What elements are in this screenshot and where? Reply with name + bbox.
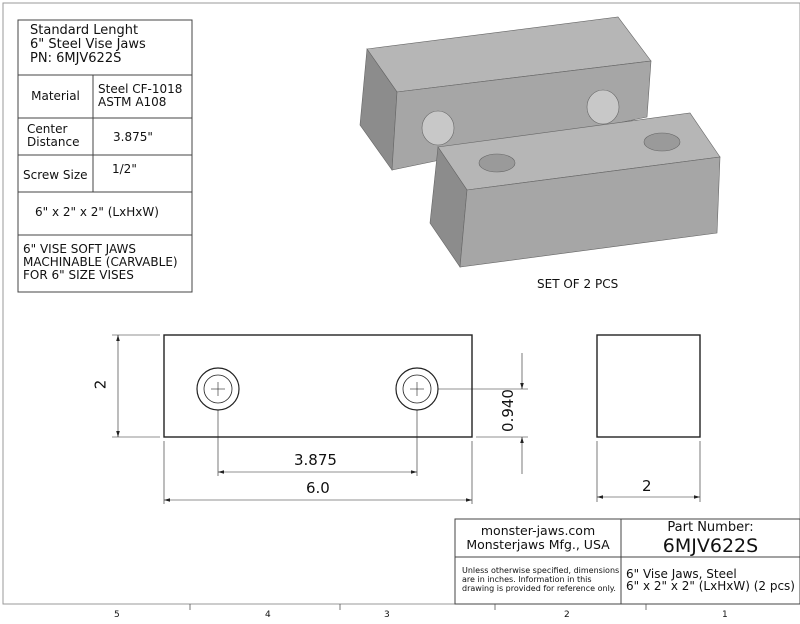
- description-line: 6" Vise Jaws, Steel: [626, 567, 737, 581]
- screw-size-label: Screw Size: [23, 168, 88, 182]
- height-dimension: 2: [91, 379, 110, 390]
- jaw-2-hole-right: [643, 132, 681, 152]
- label-line: Distance: [27, 135, 80, 149]
- isometric-view: [359, 16, 721, 268]
- jaw-2-hole-left: [478, 153, 516, 173]
- iso-caption: SET OF 2 PCS: [537, 277, 619, 291]
- title-block-grid: [454, 518, 800, 605]
- jaw-1-front-face: [391, 60, 652, 171]
- notes-text: 6" VISE SOFT JAWS MACHINABLE (CARVABLE) …: [23, 243, 191, 282]
- zone-label: 4: [265, 610, 271, 620]
- description-line: 6" x 2" x 2" (LxHxW) (2 pcs): [626, 579, 795, 593]
- title-line: Standard Lenght: [30, 23, 139, 38]
- disclaimer-line: Unless otherwise specified, dimensions: [462, 566, 620, 575]
- part-number: 6MJV622S: [662, 535, 759, 557]
- zone-ticks: [189, 604, 647, 610]
- material-label: Material: [31, 89, 80, 103]
- title-line: PN: 6MJV622S: [30, 51, 122, 66]
- zone-label: 2: [564, 610, 570, 620]
- note-line: 6" VISE SOFT JAWS: [23, 242, 136, 256]
- title-line: 6" Steel Vise Jaws: [30, 37, 146, 52]
- jaw-1-hole-right: [586, 89, 620, 125]
- material-line: ASTM A108: [98, 95, 167, 109]
- company-info: monster-jaws.com Monsterjaws Mfg., USA: [455, 524, 621, 552]
- zone-label: 1: [722, 610, 728, 620]
- hole-height-dimension: 0.940: [498, 389, 517, 432]
- length-dimension: 6.0: [306, 479, 330, 497]
- spec-table-title: Standard Lenght 6" Steel Vise Jaws PN: 6…: [30, 24, 190, 66]
- description: 6" Vise Jaws, Steel 6" x 2" x 2" (LxHxW)…: [626, 568, 795, 592]
- disclaimer: Unless otherwise specified, dimensions a…: [462, 566, 619, 593]
- side-view: [596, 334, 701, 502]
- spec-table-grid: [17, 19, 193, 293]
- jaw-1-hole-left: [421, 110, 455, 146]
- part-number-label: Part Number:: [667, 520, 754, 535]
- label-line: Center: [27, 122, 68, 136]
- dimensions-text: 6" x 2" x 2" (LxHxW): [35, 205, 159, 219]
- disclaimer-line: are in inches. Information in this: [462, 575, 592, 584]
- website-text: monster-jaws.com: [480, 523, 596, 538]
- note-line: MACHINABLE (CARVABLE): [23, 255, 178, 269]
- center-distance-label: Center Distance: [27, 123, 93, 149]
- drawing-border: [2, 2, 800, 605]
- zone-label: 5: [114, 610, 120, 620]
- front-view: [112, 334, 528, 504]
- material-line: Steel CF-1018: [98, 82, 183, 96]
- zone-label: 3: [384, 610, 390, 620]
- note-line: FOR 6" SIZE VISES: [23, 268, 134, 282]
- company-name: Monsterjaws Mfg., USA: [466, 537, 610, 552]
- disclaimer-line: drawing is provided for reference only.: [462, 584, 616, 593]
- center-distance-value: 3.875": [113, 130, 153, 144]
- center-distance-dimension: 3.875: [294, 451, 337, 469]
- jaw-2-front-face: [459, 156, 721, 268]
- material-value: Steel CF-1018 ASTM A108: [98, 83, 192, 109]
- side-width-dimension: 2: [642, 477, 652, 495]
- screw-size-value: 1/2": [112, 162, 137, 176]
